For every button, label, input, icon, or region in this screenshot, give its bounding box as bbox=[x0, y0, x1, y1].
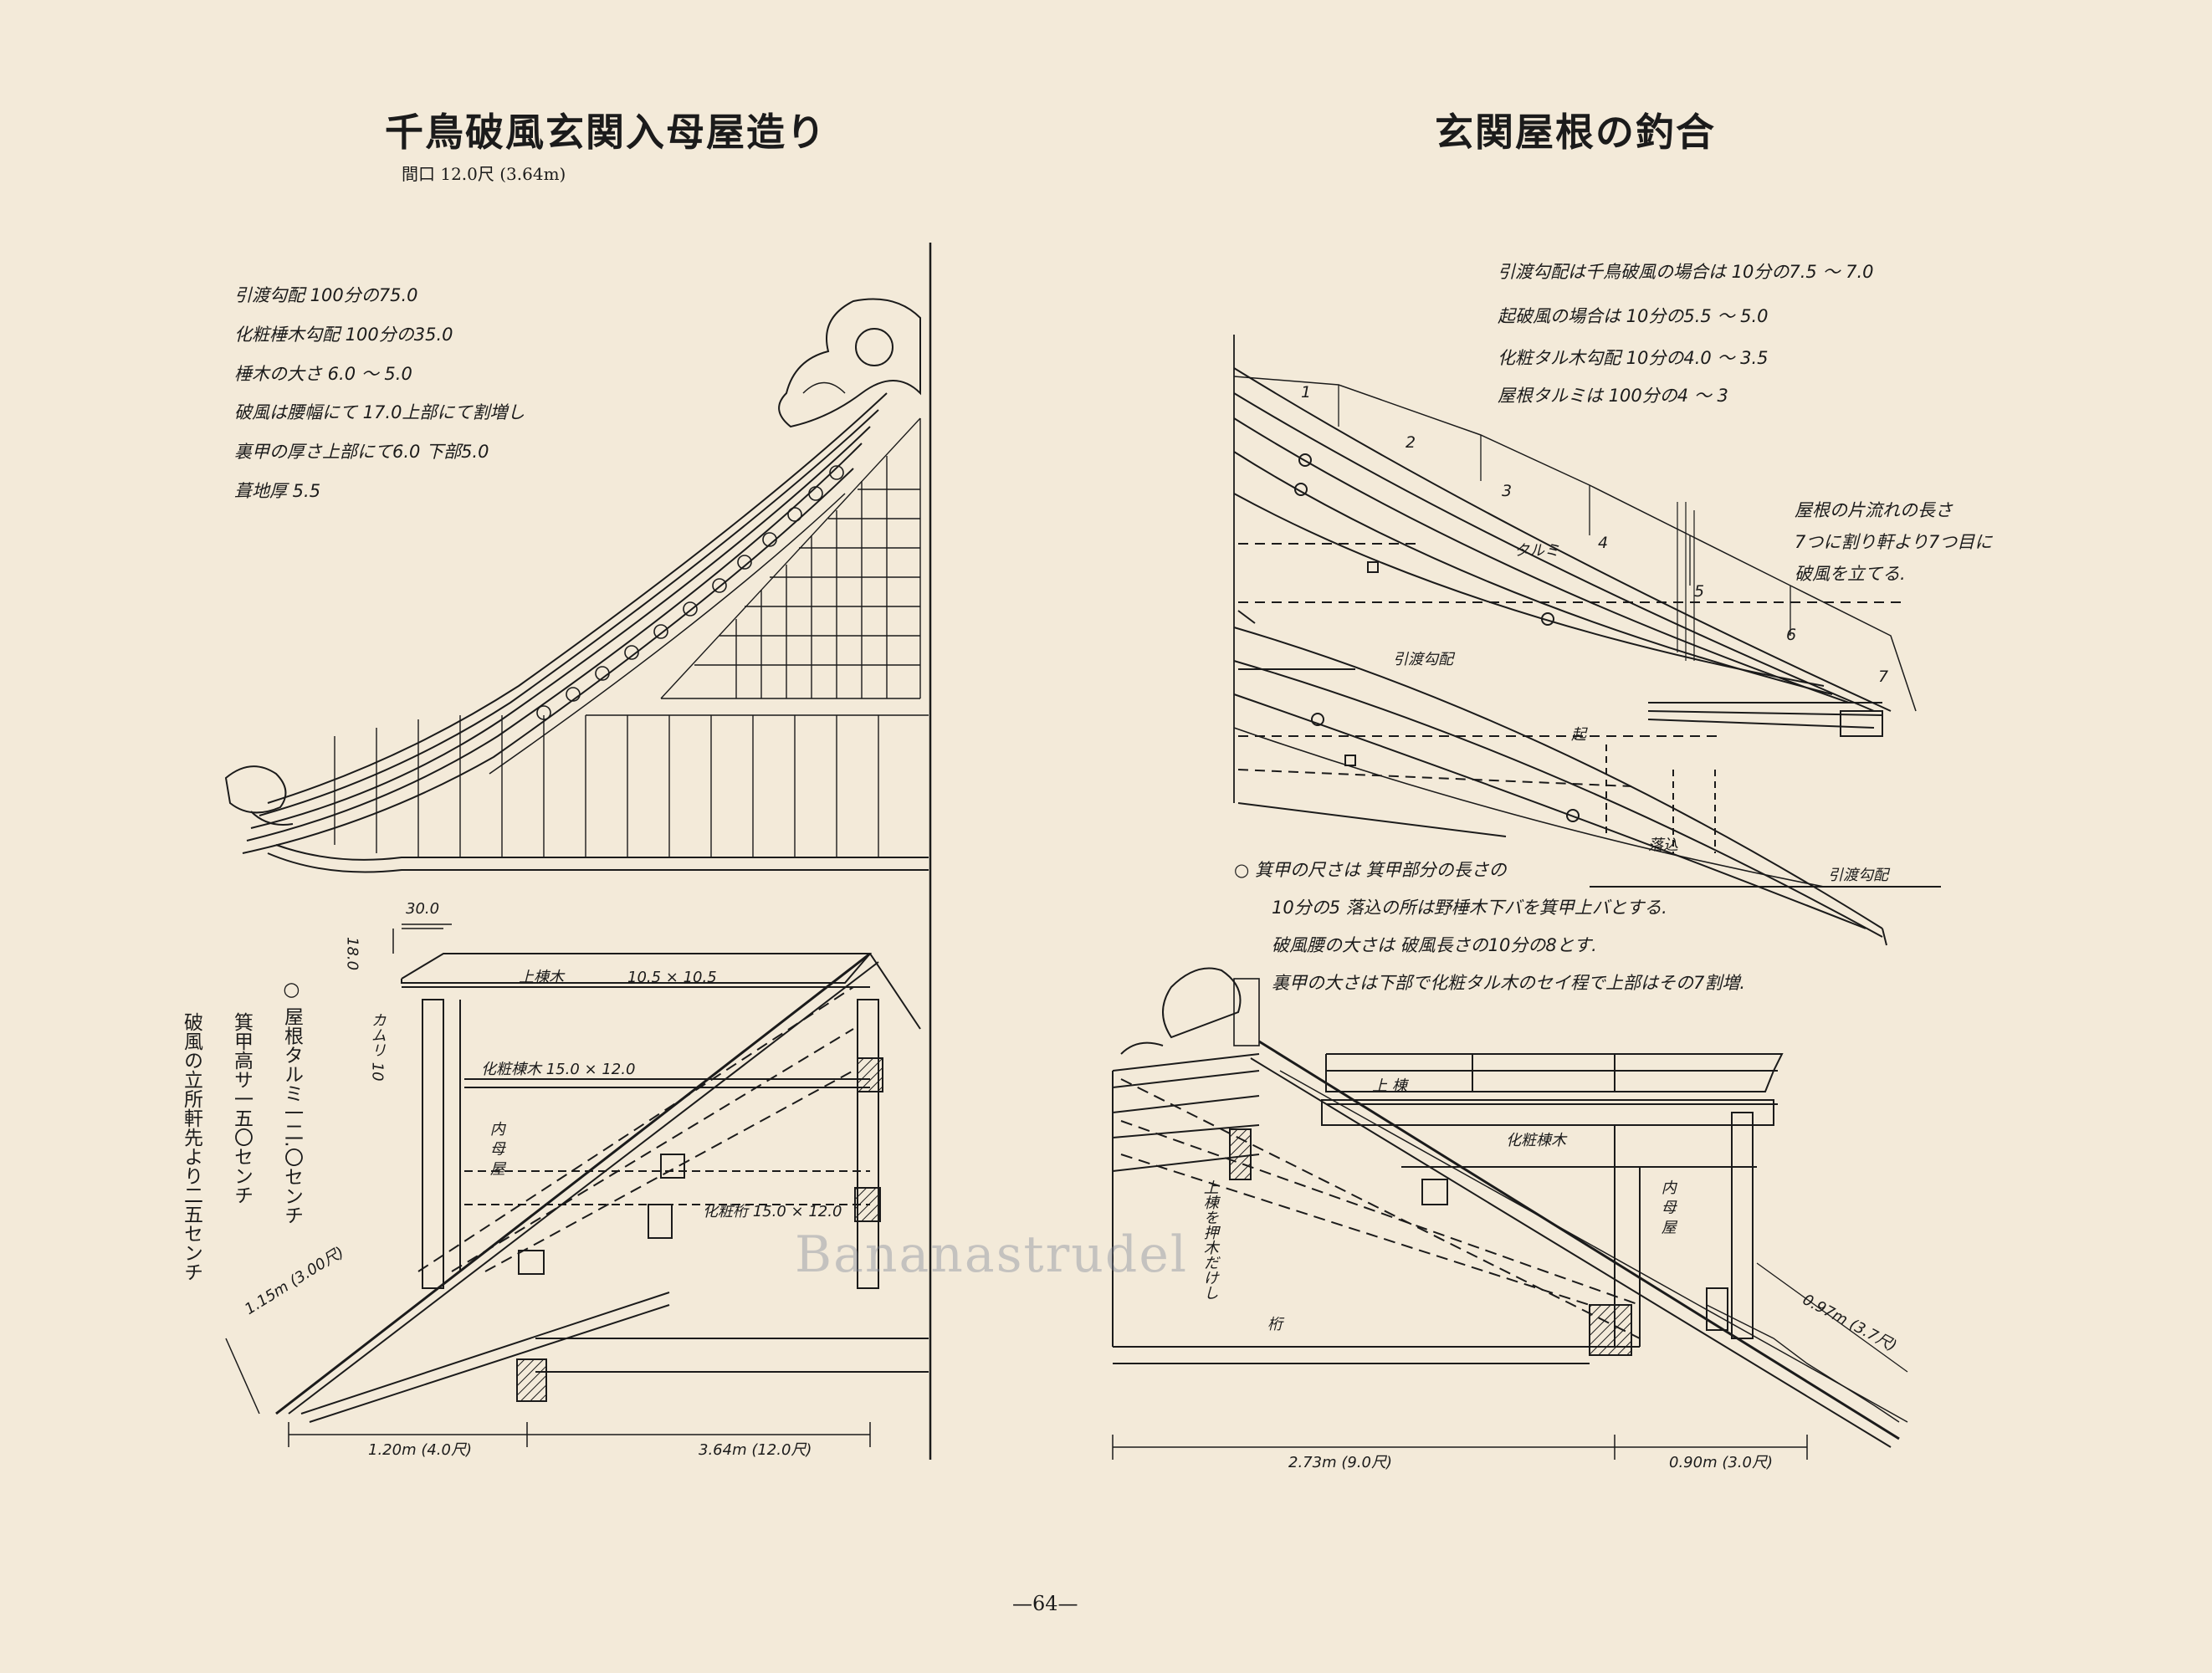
label-ue-mune-note: 上棟を押木だけし bbox=[1201, 1179, 1219, 1300]
right-note: 起破風の場合は 10分の5.5 ～ 5.0 bbox=[1498, 306, 1769, 326]
left-note: 破風は腰幅にて 17.0上部にて割増し bbox=[234, 402, 525, 422]
label-ue-mune: 上 棟 bbox=[1372, 1077, 1407, 1095]
segment-number: 5 bbox=[1694, 582, 1705, 601]
dim-top-height: 18.0 bbox=[343, 937, 361, 971]
label-hikiwatashi-2: 引渡勾配 bbox=[1828, 867, 1888, 884]
segment-number: 1 bbox=[1301, 383, 1312, 402]
right-lower-note: ○ 箕甲の尺さは 箕甲部分の長さの bbox=[1234, 860, 1507, 880]
segment-number: 7 bbox=[1878, 668, 1889, 686]
left-note: 裏甲の厚さ上部にて6.0 下部5.0 bbox=[234, 442, 489, 462]
left-note: 葺地厚 5.5 bbox=[234, 481, 321, 501]
right-lower-note: 裏甲の大さは下部で化粧タル木のセイ程で上部はその7割増. bbox=[1272, 973, 1746, 993]
label-kamuri: カムリ 10 bbox=[368, 1012, 387, 1082]
label-hikiwatashi-1: 引渡勾配 bbox=[1393, 651, 1453, 668]
label-ochikomi: 落込 bbox=[1648, 836, 1678, 854]
right-note: 化粧タル木勾配 10分の4.0 ～ 3.5 bbox=[1498, 348, 1769, 368]
left-vertical-note: ○ 屋根タルミ一二.〇センチ bbox=[280, 979, 303, 1225]
right-title: 玄関屋根の釣合 bbox=[1435, 110, 1716, 155]
label-uchi-moya: 内 母 屋 bbox=[487, 1121, 505, 1176]
right-note: 引渡勾配は千鳥破風の場合は 10分の7.5 ～ 7.0 bbox=[1498, 262, 1874, 282]
page-number: —64— bbox=[1012, 1592, 1078, 1615]
left-vertical-note: 箕甲高サ一五〇センチ bbox=[230, 1012, 253, 1205]
dim-bottom-left: 1.20m (4.0尺) bbox=[368, 1441, 473, 1459]
right-lower-note: 10分の5 落込の所は野棰木下バを箕甲上バとする. bbox=[1272, 898, 1667, 918]
right-side-note: 屋根の片流れの長さ bbox=[1795, 500, 1953, 520]
right-lower-note: 破風腰の大さは 破風長さの10分の8とす. bbox=[1272, 935, 1597, 955]
segment-number: 4 bbox=[1598, 534, 1609, 552]
dim-bottom-right-right: 0.90m (3.0尺) bbox=[1669, 1454, 1774, 1471]
left-note: 化粧棰木勾配 100分の35.0 bbox=[234, 325, 453, 345]
gable-elevation bbox=[224, 298, 929, 873]
left-section bbox=[225, 923, 929, 1447]
watermark: Bananastrudel bbox=[795, 1225, 1189, 1284]
left-note: 引渡勾配 100分の75.0 bbox=[234, 285, 418, 305]
right-curve-diagram bbox=[1233, 335, 1941, 946]
label-uchi-moya: 内 母 屋 bbox=[1658, 1179, 1677, 1235]
left-vertical-note: 破風の立所軒先より二五センチ bbox=[180, 1012, 202, 1282]
dim-bottom-left-right: 2.73m (9.0尺) bbox=[1288, 1454, 1393, 1471]
left-title: 千鳥破風玄関入母屋造り bbox=[385, 110, 827, 155]
label-kesho-munagi: 化粧棟木 bbox=[1506, 1132, 1566, 1149]
right-side-note: 破風を立てる. bbox=[1795, 564, 1906, 584]
right-side-note: 7つに割り軒より7つ目に bbox=[1795, 532, 1993, 552]
dim-bottom-right: 3.64m (12.0尺) bbox=[699, 1441, 812, 1459]
right-section bbox=[1112, 967, 1908, 1460]
label-tarumi: タルミ bbox=[1514, 542, 1559, 560]
label-ue-munagi: 上棟木 bbox=[519, 969, 564, 986]
segment-number: 2 bbox=[1406, 433, 1416, 452]
left-note: 棰木の大さ 6.0 ～ 5.0 bbox=[234, 364, 412, 384]
left-subtitle: 間口 12.0尺 (3.64m) bbox=[402, 164, 566, 184]
segment-number: 6 bbox=[1786, 626, 1797, 644]
label-okuri: 起 bbox=[1571, 726, 1586, 744]
label-kesho-keta: 化粧桁 15.0 × 12.0 bbox=[703, 1203, 842, 1220]
right-note: 屋根タルミは 100分の4 ～ 3 bbox=[1498, 386, 1728, 406]
label-keta: 桁 bbox=[1267, 1316, 1283, 1333]
segment-number: 3 bbox=[1502, 482, 1513, 500]
label-ue-munagi-size: 10.5 × 10.5 bbox=[627, 969, 717, 986]
dim-top-width: 30.0 bbox=[406, 900, 440, 918]
label-kesho-munagi: 化粧棟木 15.0 × 12.0 bbox=[481, 1061, 636, 1078]
